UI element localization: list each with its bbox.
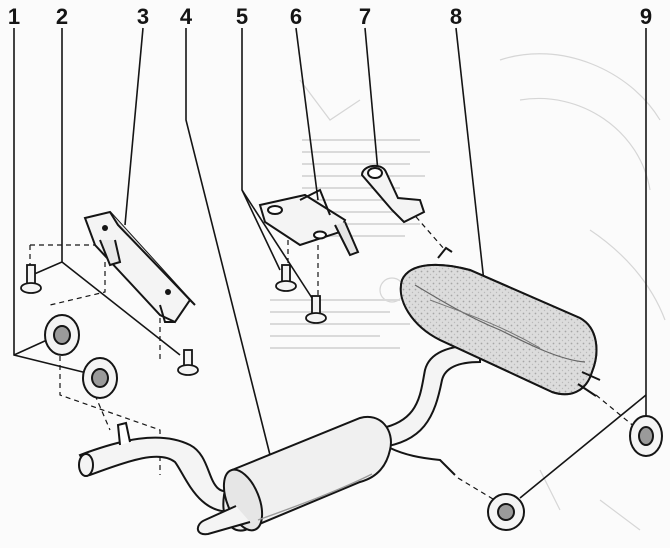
rubber-mount	[487, 493, 525, 531]
rear-hanger	[360, 164, 426, 224]
bolt	[275, 264, 297, 292]
hanger-bracket	[258, 188, 360, 257]
rubber-mount	[44, 314, 80, 356]
crossmember-bracket	[83, 210, 196, 324]
leader-lines	[13, 27, 647, 499]
callout-4: 4	[179, 4, 193, 29]
rubber-mount	[629, 415, 663, 457]
rubber-mounts	[44, 314, 663, 531]
callout-1: 1	[7, 4, 21, 29]
bolt	[20, 264, 42, 294]
front-exhaust-pipe	[78, 421, 240, 513]
callout-9: 9	[639, 4, 653, 29]
callout-8: 8	[449, 4, 463, 29]
callout-6: 6	[289, 4, 303, 29]
callout-3: 3	[136, 4, 150, 29]
bolt	[305, 295, 327, 324]
bolt	[177, 349, 199, 376]
bolts	[20, 264, 327, 376]
rubber-mount	[82, 357, 118, 399]
callout-7: 7	[358, 4, 372, 29]
callout-2: 2	[55, 4, 69, 29]
rear-silencer	[399, 246, 601, 397]
callout-5: 5	[235, 4, 249, 29]
center-muffler	[196, 415, 456, 536]
